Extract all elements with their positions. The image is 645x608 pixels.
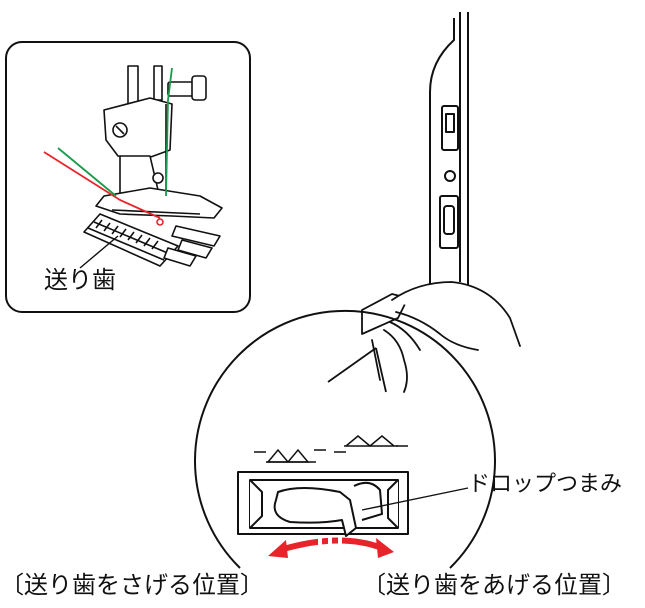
hand-illustration: [361, 281, 521, 393]
presser-foot-illustration: [83, 65, 223, 267]
feed-dogs-leader: [79, 235, 119, 269]
green-thread: [57, 67, 173, 197]
drop-knob-label: ドロップつまみ: [468, 472, 623, 497]
drop-knob-leader: [361, 487, 469, 511]
drop-knob-closeup-illustration: [194, 309, 496, 569]
double-headed-arrow-icon: [268, 537, 394, 558]
raise-position-caption: 〔送り歯をあげる位置〕: [362, 571, 626, 599]
machine-side-illustration: [429, 12, 469, 291]
lower-position-caption: 〔送り歯をさげる位置〕: [0, 571, 264, 599]
needle-hole: [156, 218, 164, 226]
feed-dogs-label: 送り歯: [44, 266, 116, 294]
red-thread: [43, 151, 161, 219]
